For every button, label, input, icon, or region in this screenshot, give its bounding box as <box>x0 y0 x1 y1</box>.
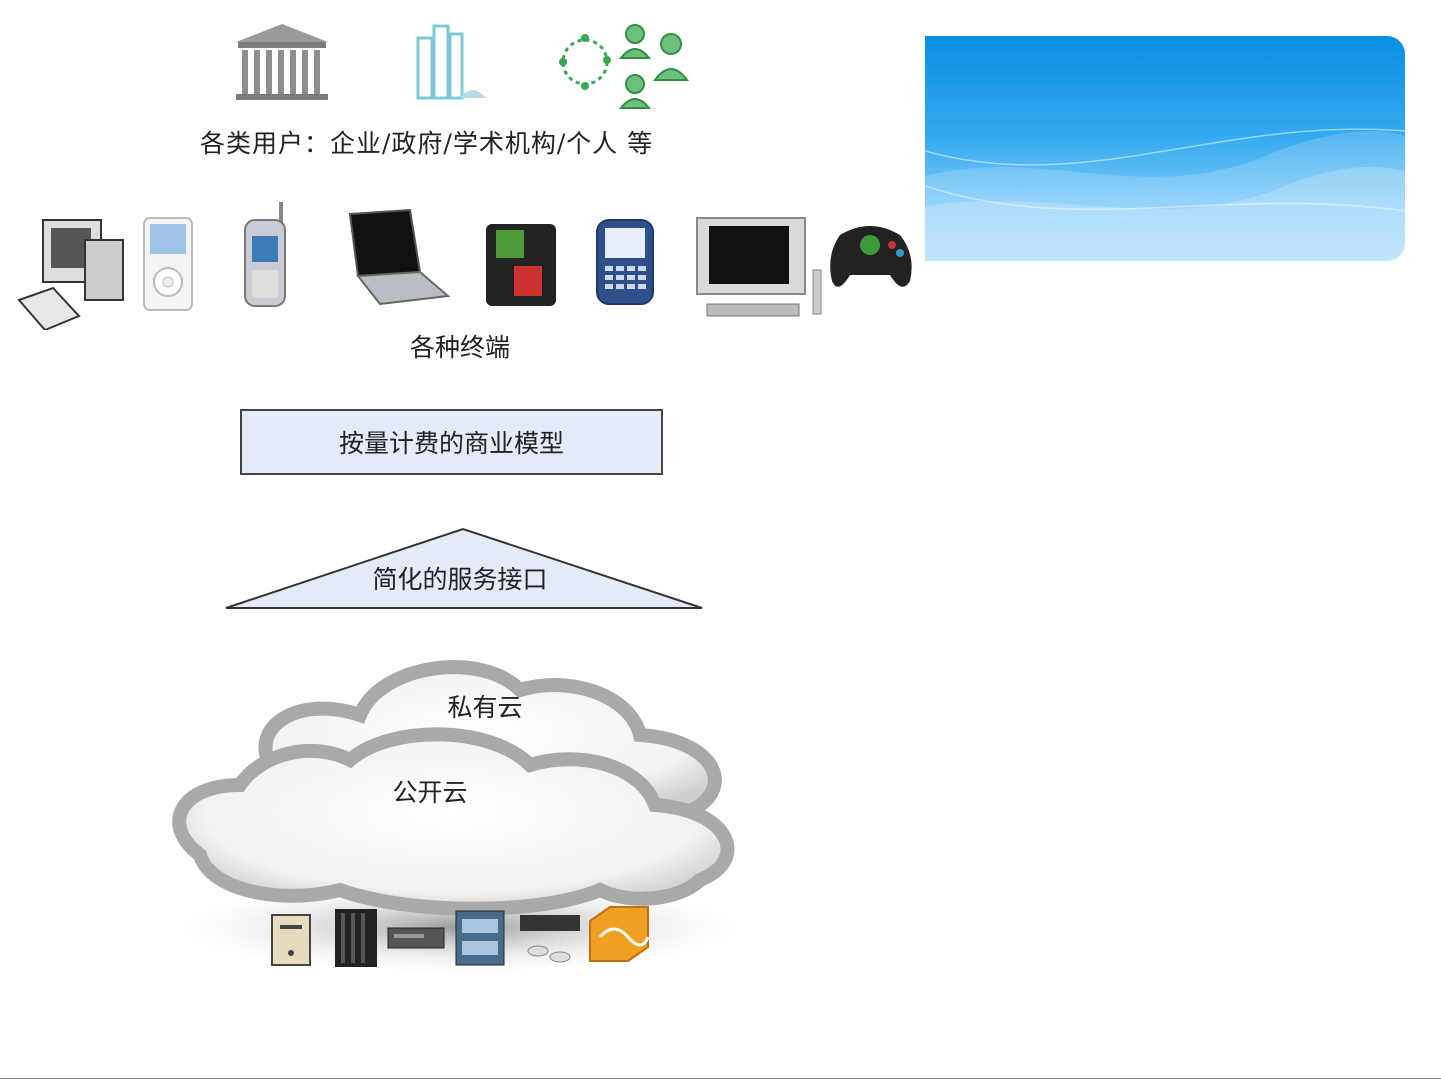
laptop-icon <box>348 208 451 306</box>
government-building-icon <box>236 24 328 100</box>
mobile-phone-icon <box>244 202 286 307</box>
service-interface-triangle <box>225 527 703 609</box>
network-switch-icon <box>455 910 505 966</box>
private-cloud-label: 私有云 <box>447 693 523 722</box>
gamepad-icon <box>830 226 912 287</box>
public-cloud <box>172 727 735 916</box>
user-icons-row <box>236 24 689 109</box>
terminal-icons-row <box>17 202 912 330</box>
people-network-icon <box>559 34 611 90</box>
tv-dvd-icon <box>696 217 822 317</box>
service-interface-label: 简化的服务接口 <box>372 565 548 594</box>
footer-divider <box>0 1078 1441 1079</box>
ipod-icon <box>143 217 193 311</box>
users-label: 各类用户：企业/政府/学术机构/个人 等 <box>200 129 654 158</box>
tower-server-icon <box>271 914 311 966</box>
desktop-computer-icon <box>17 219 124 330</box>
blade-server-icon <box>387 927 445 949</box>
banner-wave-decoration <box>925 128 1405 261</box>
cloud-diagram <box>172 660 740 973</box>
people-group-icon <box>618 24 689 109</box>
router-icon <box>589 906 650 962</box>
rack-server-icon <box>335 909 377 967</box>
title-banner <box>925 36 1405 261</box>
office-tower-icon <box>416 24 486 100</box>
public-cloud-label: 公开云 <box>392 778 468 807</box>
terminals-label: 各种终端 <box>409 333 510 362</box>
billing-model-label: 按量计费的商业模型 <box>338 429 564 458</box>
storage-array-icon <box>520 915 580 963</box>
billing-model-box: 按量计费的商业模型 <box>240 409 663 475</box>
blackberry-icon <box>596 219 654 305</box>
handheld-console-icon <box>486 224 556 306</box>
